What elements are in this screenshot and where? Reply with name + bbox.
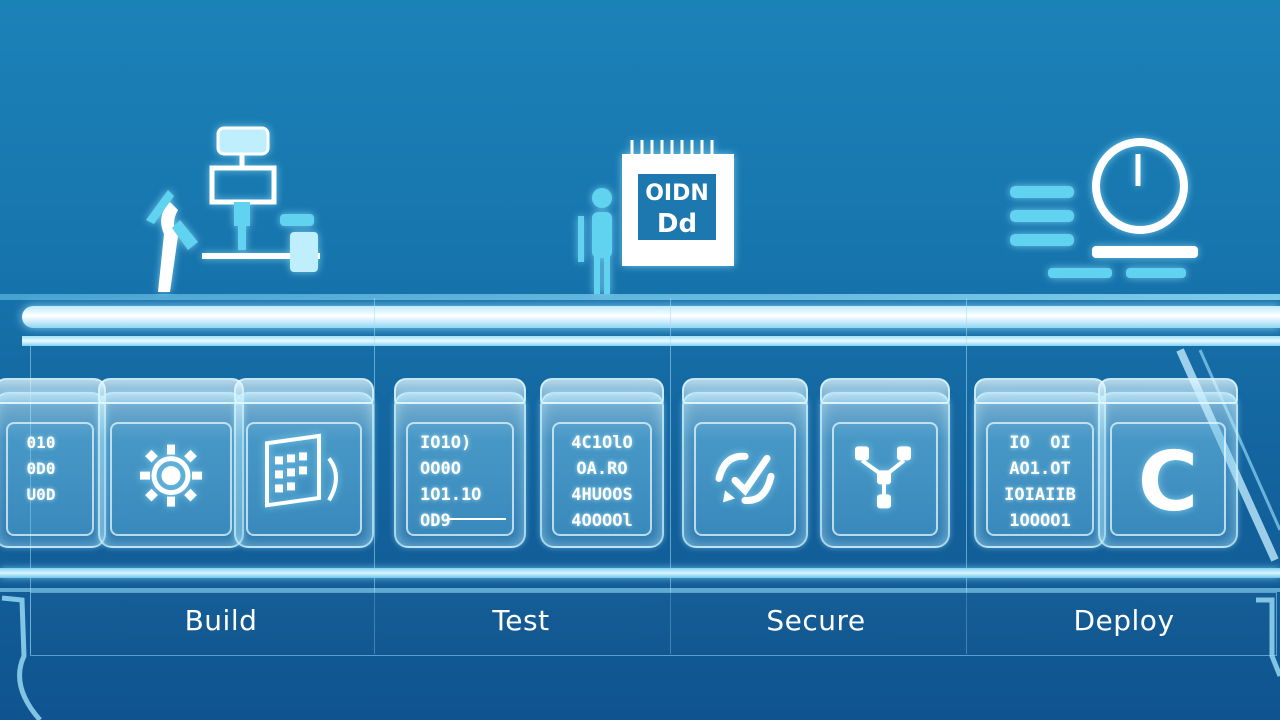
gear-icon [140,444,202,507]
clock-timer-icon [1010,138,1198,278]
build-panel-box [234,378,374,548]
code-text: IO1O) OO0O 1O1.1O OD9 [420,433,482,531]
frame-right-support [1256,597,1280,677]
stage-label-deploy: Deploy [1073,604,1175,637]
secure-box [682,378,808,548]
code-text: IO OI AO1.OT IOIAIIB 1OOOO1 [1004,433,1076,531]
stage-label-build: Build [184,604,258,637]
stage-label-test: Test [492,604,550,637]
conveyor-bottom-edge [0,588,1280,592]
frame-left-support [1,595,42,720]
build-gear-box [98,378,244,548]
conveyor-top-edge [0,294,1280,300]
conveyor-top-rail-lower [22,336,1280,346]
stage-label-bar [30,592,1277,656]
test-code-box: 4C1OlO OA.RO 4HUOOS 4OOOOl [540,378,664,548]
svg-text:Dd: Dd [657,209,697,239]
svg-text:OIDN: OIDN [645,181,709,206]
c-letter-icon: C [1137,435,1199,530]
code-text: 010 0D0 U0D [26,433,56,504]
window-panel-icon [265,433,338,508]
stage-divider [966,298,967,654]
test-code-box: IO1O) OO0O 1O1.1O OD9 [394,378,526,548]
network-nodes-icon [855,446,911,509]
code-block-box: 010 0D0 U0D [0,378,106,548]
security-check-icon [715,452,775,504]
deploy-code-box: IO OI AO1.OT IOIAIIB 1OOOO1 [974,378,1106,548]
robotic-arm-icon [146,126,320,292]
test-checklist-icon: OIDN Dd [578,140,734,294]
stage-divider [670,298,671,654]
conveyor-bottom-rail [0,568,1280,578]
secure-network-box [820,378,950,548]
code-text: 4C1OlO OA.RO 4HUOOS 4OOOOl [571,433,633,531]
conveyor-top-rail [22,306,1280,328]
stage-divider [374,298,375,654]
deploy-c-box: C [1098,378,1238,548]
stage-label-secure: Secure [766,604,866,637]
